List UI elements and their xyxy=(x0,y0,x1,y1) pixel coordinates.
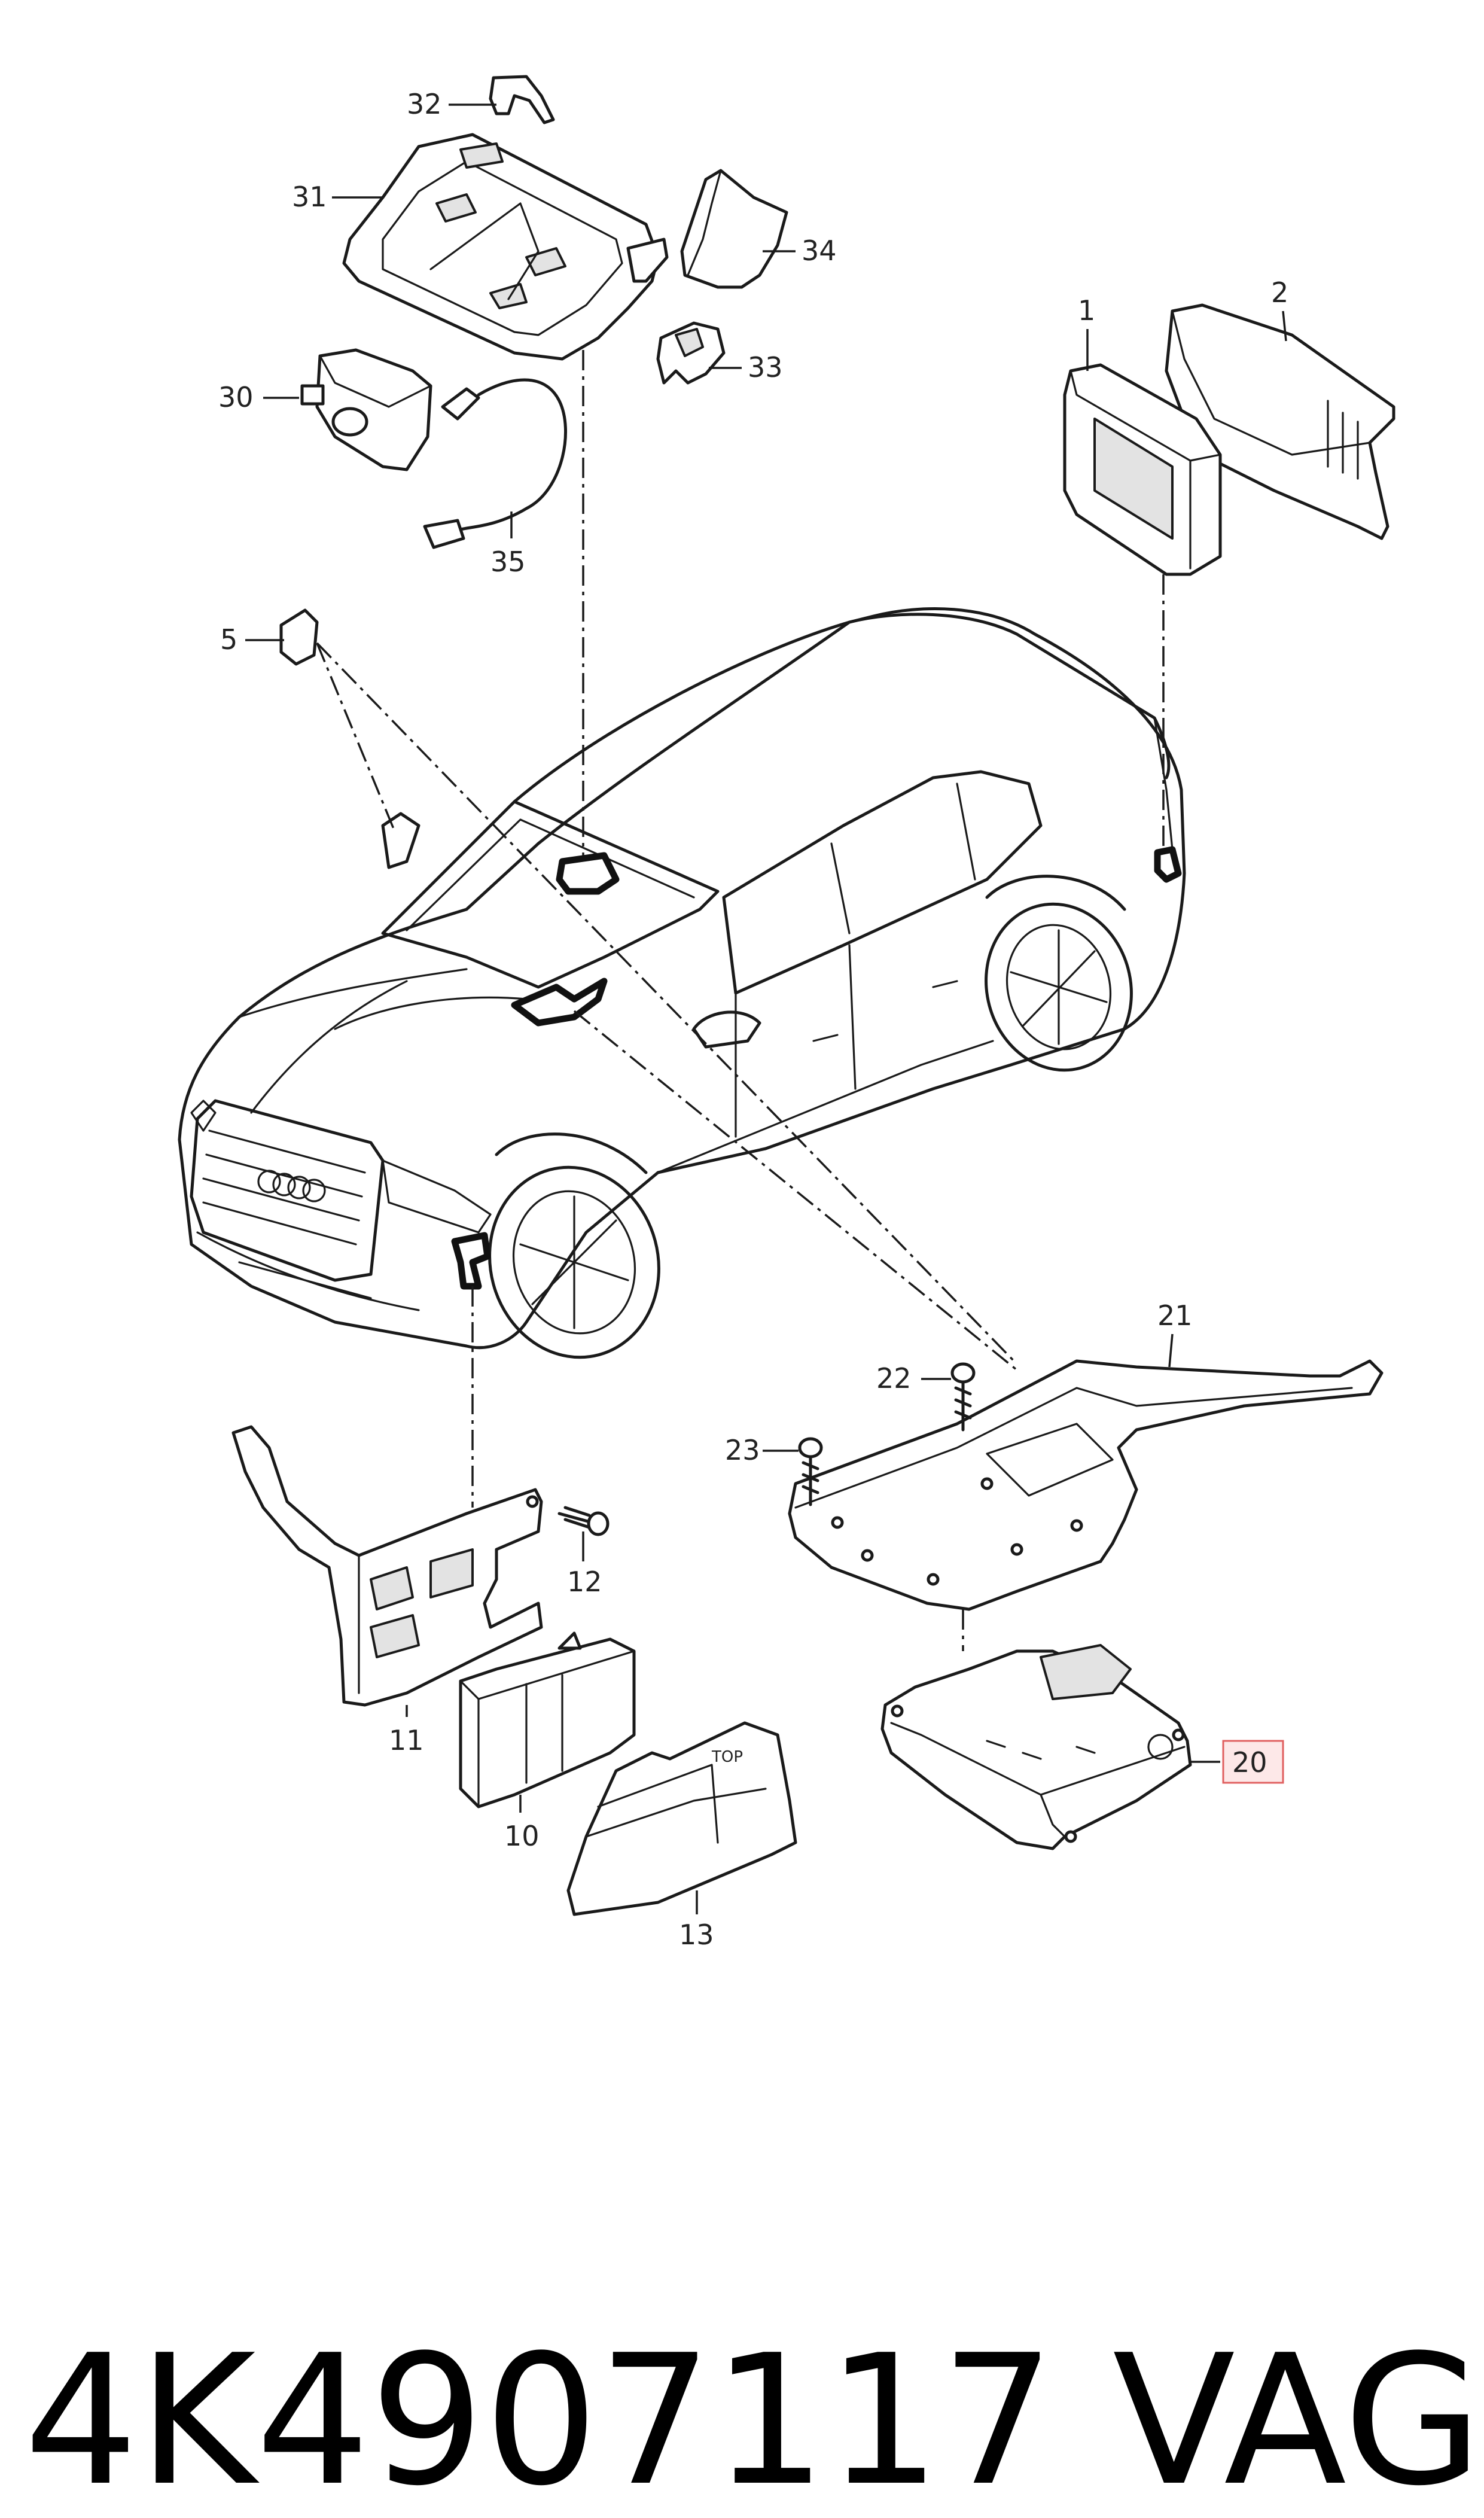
part-10-module xyxy=(459,1631,636,1808)
callout-35: 35 xyxy=(490,546,526,578)
callout-21: 21 xyxy=(1157,1299,1193,1332)
callout-34: 34 xyxy=(802,235,837,267)
part-5-sensor-cover xyxy=(279,608,319,666)
part-12-screw xyxy=(557,1506,610,1536)
callout-1: 1 xyxy=(1078,294,1095,327)
brand-rings-logo xyxy=(257,1170,326,1202)
part-20-control-module xyxy=(880,1644,1192,1850)
rear-sensor-outline xyxy=(1154,846,1182,883)
callout-2: 2 xyxy=(1271,276,1288,309)
callout-31: 31 xyxy=(292,181,327,213)
part-34-cover xyxy=(680,169,788,289)
part-30-sensor-module xyxy=(300,348,432,471)
callout-33: 33 xyxy=(748,351,783,383)
roof-module-outline xyxy=(556,852,620,895)
part-31-housing-plate xyxy=(342,133,669,361)
callout-11: 11 xyxy=(389,1724,424,1756)
callout-20-highlight-box xyxy=(1222,1740,1284,1784)
tray-top-marking: TOP xyxy=(711,1748,743,1766)
callout-32: 32 xyxy=(407,88,442,120)
footer-brand: VAG xyxy=(1113,2316,1482,2518)
callout-labels: 32 31 34 33 30 35 1 2 5 21 22 23 12 11 1… xyxy=(218,88,1288,1951)
part-13-tray: TOP xyxy=(566,1721,797,1916)
callout-22: 22 xyxy=(876,1362,912,1395)
part-22-screw xyxy=(950,1362,976,1432)
part-23-screw xyxy=(798,1437,823,1506)
callout-13: 13 xyxy=(679,1919,714,1951)
vehicle-illustration xyxy=(178,607,1186,1359)
part-1-control-unit xyxy=(1063,363,1222,576)
rear-wheel xyxy=(985,875,1133,1072)
assembly-guide-lines xyxy=(316,350,1165,1651)
part-21-mounting-plate xyxy=(788,1359,1384,1611)
callout-5: 5 xyxy=(220,623,237,656)
callout-10: 10 xyxy=(504,1820,540,1852)
callout-30: 30 xyxy=(218,381,254,413)
callout-leader-lines xyxy=(245,103,1287,1914)
callout-23: 23 xyxy=(725,1434,760,1466)
front-wheel xyxy=(488,1132,660,1359)
part-33-cap xyxy=(656,321,726,385)
front-sensor-outline xyxy=(451,1232,491,1290)
dash-module-outline xyxy=(511,978,608,1027)
footer-part-number: 4K4907117 xyxy=(24,2316,1055,2518)
part-35-cable xyxy=(423,378,567,549)
part-32-clip xyxy=(489,75,555,124)
callout-20: 20 xyxy=(1232,1746,1267,1779)
callout-12: 12 xyxy=(567,1566,602,1598)
part-11-bracket xyxy=(231,1425,543,1707)
